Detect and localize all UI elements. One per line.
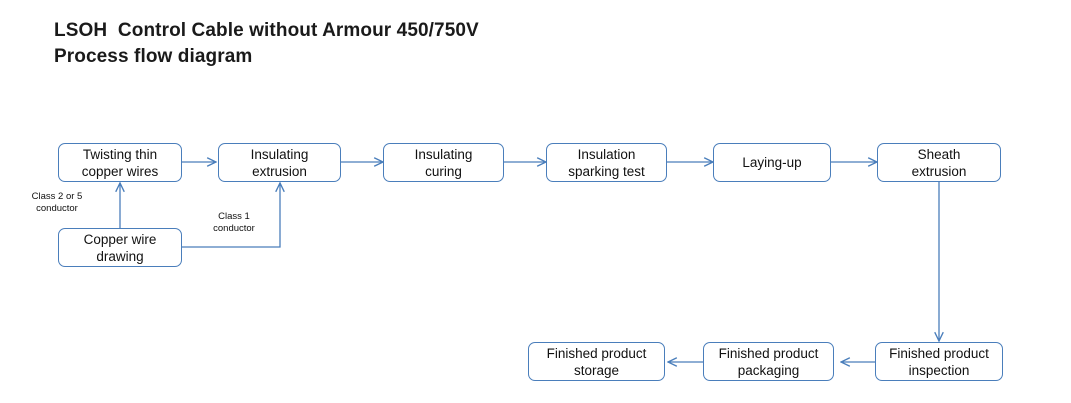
node-finished-product-inspection[interactable]: Finished product inspection — [875, 342, 1003, 381]
edge-drawing-to-extrusion — [182, 183, 280, 248]
node-copper-wire-drawing[interactable]: Copper wire drawing — [58, 228, 182, 267]
page-title-line-2: Process flow diagram — [54, 46, 253, 67]
node-label: Insulating curing — [414, 146, 473, 179]
node-label: Laying-up — [742, 155, 802, 170]
node-laying-up[interactable]: Laying-up — [713, 143, 831, 182]
node-insulating-curing[interactable]: Insulating curing — [383, 143, 504, 182]
node-insulating-extrusion[interactable]: Insulating extrusion — [218, 143, 341, 182]
page-title: LSOH Control Cable without Armour 450/75… — [54, 18, 754, 70]
node-label: Finished product storage — [546, 345, 647, 378]
node-label: Insulation sparking test — [568, 146, 645, 179]
edge-label-class-2-or-5-conductor: Class 2 or 5 conductor — [31, 191, 83, 214]
node-label: Copper wire drawing — [83, 231, 157, 264]
node-label: Finished product packaging — [718, 345, 819, 378]
node-sheath-extrusion[interactable]: Sheath extrusion — [877, 143, 1001, 182]
node-label: Sheath extrusion — [911, 146, 967, 179]
node-finished-product-storage[interactable]: Finished product storage — [528, 342, 665, 381]
node-insulation-sparking-test[interactable]: Insulation sparking test — [546, 143, 667, 182]
edge-label-class-1-conductor: Class 1 conductor — [213, 211, 255, 234]
node-label: Twisting thin copper wires — [81, 146, 159, 179]
page-title-line-1: LSOH Control Cable without Armour 450/75… — [54, 20, 479, 41]
node-label: Insulating extrusion — [250, 146, 309, 179]
node-twisting-thin-copper-wires[interactable]: Twisting thin copper wires — [58, 143, 182, 182]
node-finished-product-packaging[interactable]: Finished product packaging — [703, 342, 834, 381]
node-label: Finished product inspection — [889, 345, 989, 378]
